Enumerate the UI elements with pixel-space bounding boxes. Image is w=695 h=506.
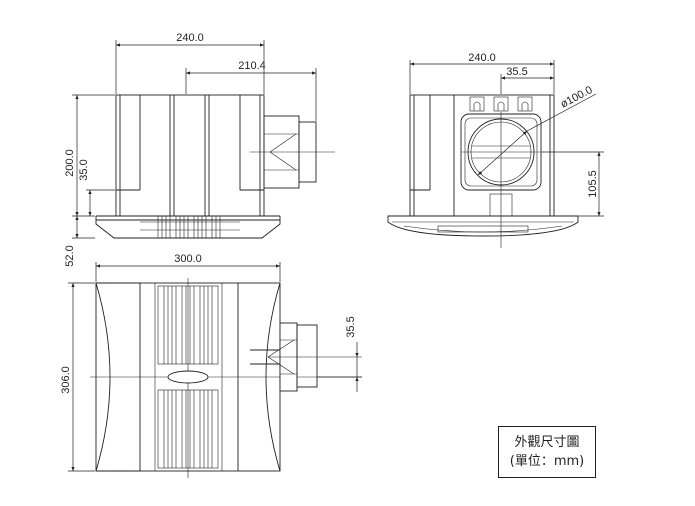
side-grille-slots bbox=[140, 216, 240, 238]
dim-top-depth: 306.0 bbox=[60, 366, 72, 394]
dim-front-diameter: ø100.0 bbox=[559, 84, 595, 111]
top-grille-lower bbox=[157, 389, 219, 469]
dim-side-duct-offset: 210.4 bbox=[238, 60, 266, 72]
legend-title: 外觀尺寸圖 bbox=[514, 435, 580, 450]
dim-side-grille: 52.0 bbox=[64, 245, 76, 266]
top-grille-upper bbox=[157, 285, 219, 365]
legend-unit: (單位：mm) bbox=[509, 454, 585, 469]
top-view: 300.0 306.0 35.5 bbox=[60, 253, 362, 478]
side-view: 240.0 210.4 200.0 35.0 52.0 bbox=[64, 32, 335, 267]
dim-side-flange: 35.0 bbox=[78, 159, 90, 180]
front-view: 240.0 35.5 ø100.0 105.5 bbox=[387, 52, 604, 248]
legend-box: 外觀尺寸圖 (單位：mm) bbox=[498, 426, 596, 478]
dim-front-width: 240.0 bbox=[468, 52, 496, 64]
dim-top-offset: 35.5 bbox=[345, 316, 357, 337]
dim-front-height: 105.5 bbox=[587, 170, 599, 198]
dim-front-offset: 35.5 bbox=[506, 66, 527, 78]
dim-top-width: 300.0 bbox=[174, 253, 202, 265]
dim-side-width: 240.0 bbox=[176, 32, 204, 44]
dim-side-height: 200.0 bbox=[64, 149, 76, 177]
